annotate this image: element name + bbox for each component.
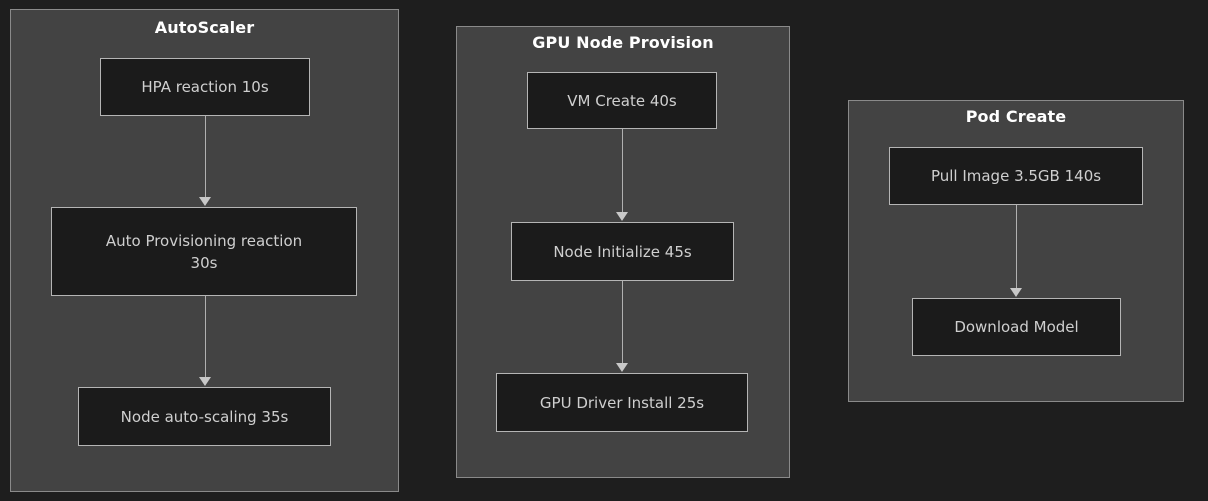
edge-line	[1016, 205, 1017, 290]
node-label-download-model: Download Model	[954, 318, 1079, 336]
edge-pull-image-to-download-model	[1010, 205, 1022, 297]
arrowhead-icon	[616, 212, 628, 221]
node-node-auto-scaling[interactable]: Node auto-scaling 35s	[78, 387, 331, 446]
node-auto-provisioning-reaction[interactable]: Auto Provisioning reaction 30s	[51, 207, 357, 296]
edge-node-initialize-to-gpu-driver-install	[616, 281, 628, 372]
node-gpu-driver-install[interactable]: GPU Driver Install 25s	[496, 373, 748, 432]
node-hpa-reaction[interactable]: HPA reaction 10s	[100, 58, 310, 116]
cluster-title-autoscaler: AutoScaler	[154, 18, 255, 37]
node-label-vm-create: VM Create 40s	[567, 91, 677, 110]
node-label-node-auto-scaling: Node auto-scaling 35s	[120, 407, 289, 426]
node-label-hpa-reaction: HPA reaction 10s	[141, 78, 269, 96]
node-download-model[interactable]: Download Model	[912, 298, 1121, 356]
edge-auto-provisioning-reaction-to-node-auto-scaling	[199, 296, 211, 386]
node-node-initialize[interactable]: Node Initialize 45s	[511, 222, 734, 281]
edge-line	[205, 116, 206, 199]
node-label-node-initialize: Node Initialize 45s	[553, 242, 692, 261]
arrowhead-icon	[1010, 288, 1022, 297]
node-pull-image[interactable]: Pull Image 3.5GB 140s	[889, 147, 1143, 205]
node-label-auto-provisioning-reaction: Auto Provisioning reaction 30s	[105, 231, 303, 272]
edge-line	[205, 296, 206, 379]
node-label-gpu-driver-install: GPU Driver Install 25s	[539, 393, 705, 412]
edge-line	[622, 281, 623, 365]
arrowhead-icon	[616, 363, 628, 372]
edge-line	[622, 129, 623, 214]
edge-hpa-reaction-to-auto-provisioning-reaction	[199, 116, 211, 206]
cluster-title-gpu-node-provision: GPU Node Provision	[532, 33, 714, 52]
node-label-pull-image: Pull Image 3.5GB 140s	[930, 167, 1102, 185]
arrowhead-icon	[199, 377, 211, 386]
edge-vm-create-to-node-initialize	[616, 129, 628, 221]
node-vm-create[interactable]: VM Create 40s	[527, 72, 717, 129]
arrowhead-icon	[199, 197, 211, 206]
cluster-title-pod-create: Pod Create	[965, 107, 1067, 126]
